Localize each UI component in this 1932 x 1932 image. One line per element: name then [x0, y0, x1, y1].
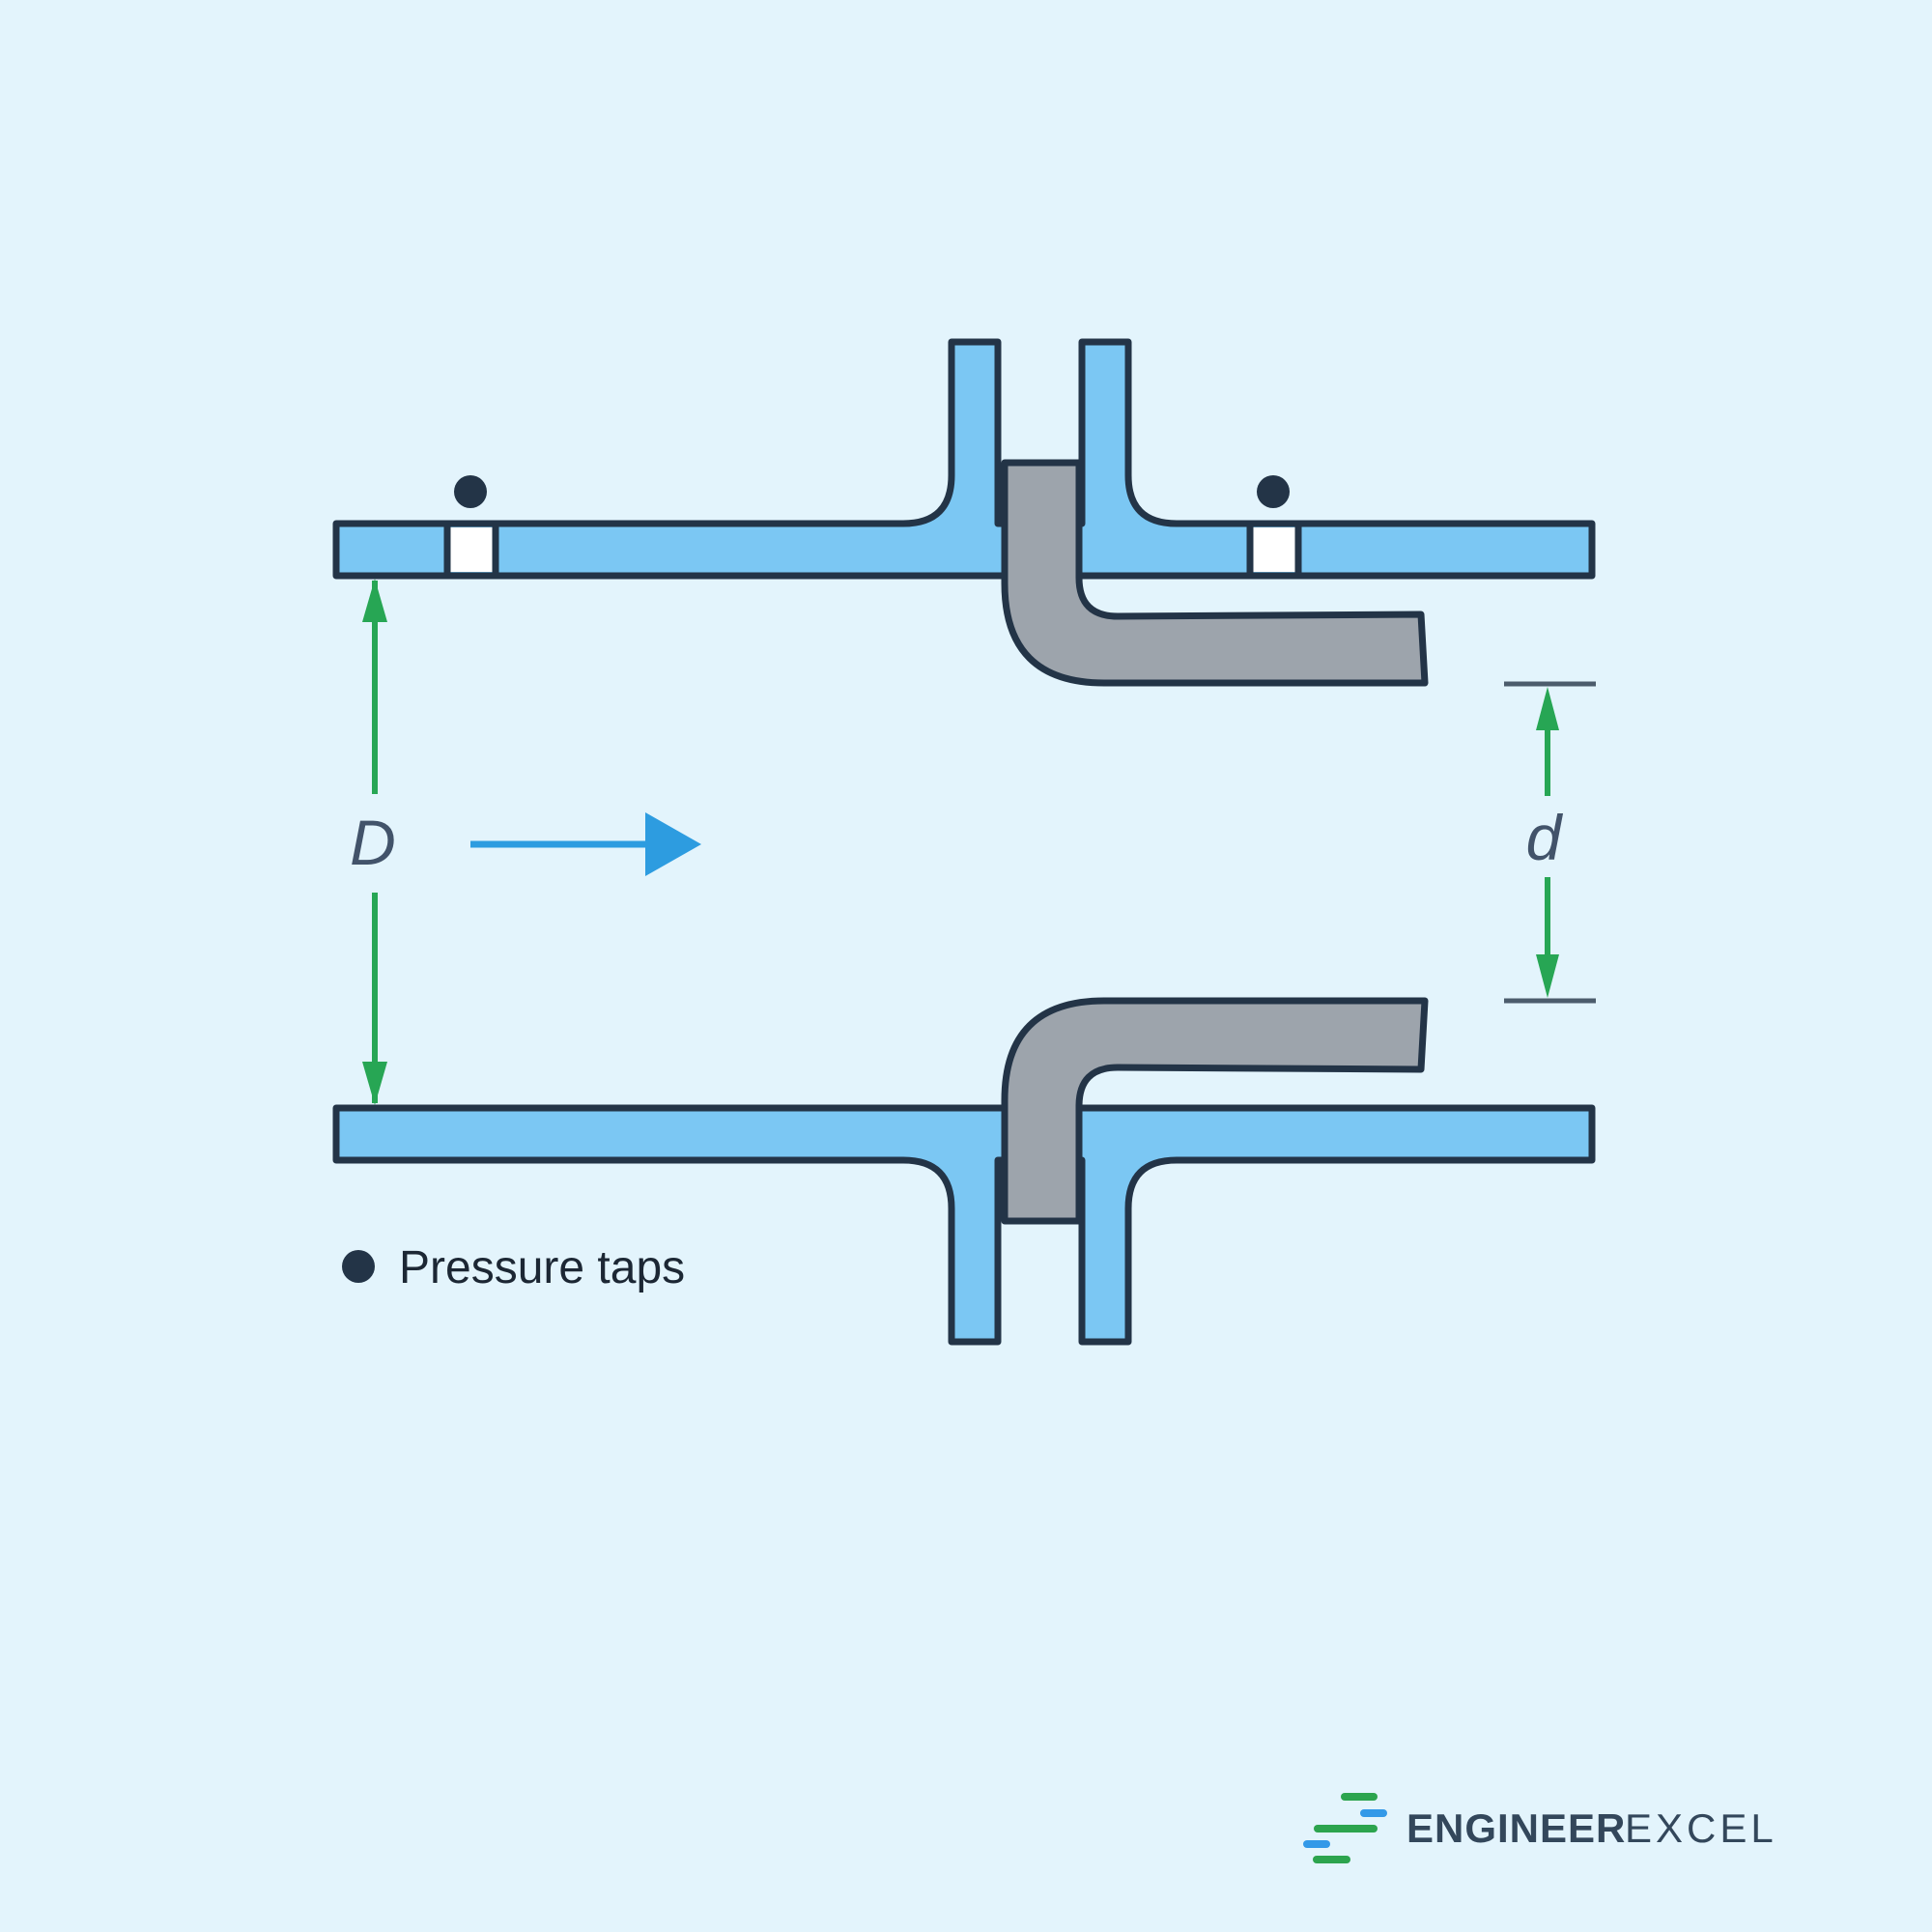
arrowhead-down-icon — [362, 1062, 387, 1105]
logo-text-light: EXCEL — [1625, 1805, 1777, 1851]
flow-arrow-head — [645, 812, 701, 876]
pressure-tap-gap — [1250, 527, 1298, 572]
logo-mark-icon — [1303, 1793, 1387, 1863]
pipe-wall-with-flanges — [332, 338, 1596, 580]
logo-text-bold: ENGINEER — [1406, 1805, 1626, 1851]
flow-arrow-icon — [470, 812, 701, 876]
pressure-tap-dot-icon — [1257, 475, 1290, 508]
dimension-D: D — [350, 579, 396, 1105]
arrowhead-down-icon — [1536, 954, 1559, 998]
arrowhead-up-icon — [1536, 687, 1559, 730]
pressure-tap-gap — [447, 527, 496, 572]
pipe-wall-assembly — [332, 338, 1596, 687]
arrowhead-up-icon — [362, 579, 387, 622]
label-throat-diameter: d — [1526, 802, 1564, 873]
dimension-d: d — [1504, 681, 1596, 1004]
pressure-tap-upstream — [443, 475, 499, 579]
pressure-tap-dot-icon — [342, 1250, 375, 1283]
legend-label: Pressure taps — [399, 1242, 685, 1293]
flow-nozzle-half — [1001, 459, 1429, 687]
engineerexcel-logo: ENGINEER EXCEL — [1303, 1793, 1777, 1863]
pressure-tap-downstream — [1246, 475, 1302, 579]
pressure-tap-dot-icon — [454, 475, 487, 508]
label-pipe-diameter: D — [350, 807, 396, 878]
legend: Pressure taps — [342, 1242, 685, 1293]
